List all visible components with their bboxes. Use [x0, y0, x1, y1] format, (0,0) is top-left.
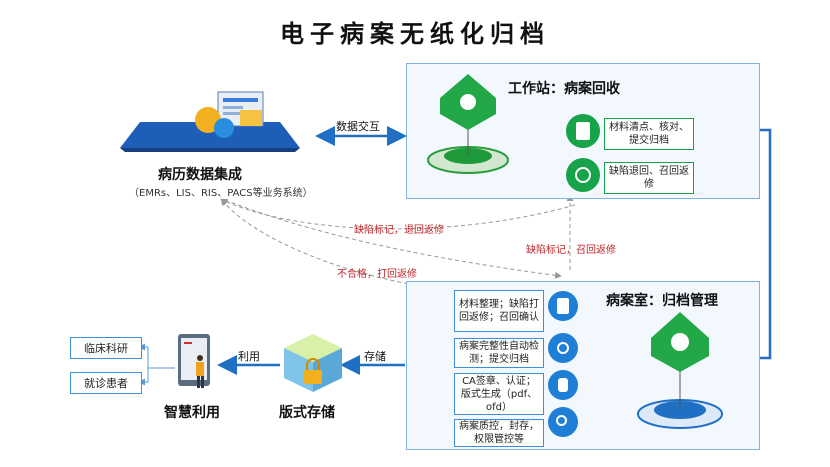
- usage-title: 智慧利用: [164, 405, 220, 421]
- feedback-label-2: 缺陷标记，召回返修: [526, 245, 616, 256]
- network-icon: [548, 333, 578, 363]
- feedback-label-3: 不合格，打回返修: [337, 269, 417, 280]
- storage-cube-graphic: [284, 334, 342, 392]
- feedback-curve-1: [220, 198, 576, 230]
- ar-item-2: 病案完整性自动检测；提交归档: [454, 338, 544, 368]
- use-arrow-label: 利用: [238, 350, 260, 363]
- feedback-curve-4: [224, 199, 562, 279]
- archive-room-title: 病案室：归档管理: [606, 293, 718, 309]
- archive-room-graphic: [637, 312, 723, 429]
- ar-item-1: 材料整理；缺陷打回返修；召回确认: [454, 290, 544, 332]
- feedback-curve-3: [220, 198, 416, 286]
- share-icon: [566, 158, 600, 192]
- ar-item-4: 病案质控，封存，权限管控等: [454, 419, 544, 447]
- storage-title: 版式存储: [279, 405, 335, 421]
- store-arrow-label: 存储: [364, 350, 386, 363]
- source-title: 病历数据集成: [158, 167, 242, 183]
- feedback-label-1: 缺陷标记，退回返修: [354, 225, 444, 236]
- ar-item-3: CA签章、认证；版式生成（pdf、ofd）: [454, 373, 544, 415]
- workstation-title: 工作站：病案回收: [508, 81, 620, 97]
- stamp-icon: [548, 370, 578, 400]
- exchange-label: 数据交互: [336, 120, 380, 133]
- tablet-user-graphic: [178, 334, 210, 388]
- workstation-graphic: [427, 74, 509, 174]
- usage-bracket-2: [138, 368, 149, 386]
- source-platform-graphic: [120, 91, 300, 152]
- source-subtitle: （EMRs、LIS、RIS、PACS等业务系统）: [129, 188, 313, 199]
- document-icon: [548, 291, 578, 321]
- usage-target-1: 临床科研: [70, 337, 142, 359]
- checklist-icon: [566, 114, 600, 148]
- usage-bracket: [138, 343, 175, 369]
- ws-item-1: 材料清点、核对、提交归档: [604, 118, 694, 150]
- page-title: 电子病案无纸化归档: [280, 20, 550, 48]
- usage-target-2: 就诊患者: [70, 372, 142, 394]
- key-icon: [548, 407, 578, 437]
- ws-item-2: 缺陷退回、召回返修: [604, 162, 694, 194]
